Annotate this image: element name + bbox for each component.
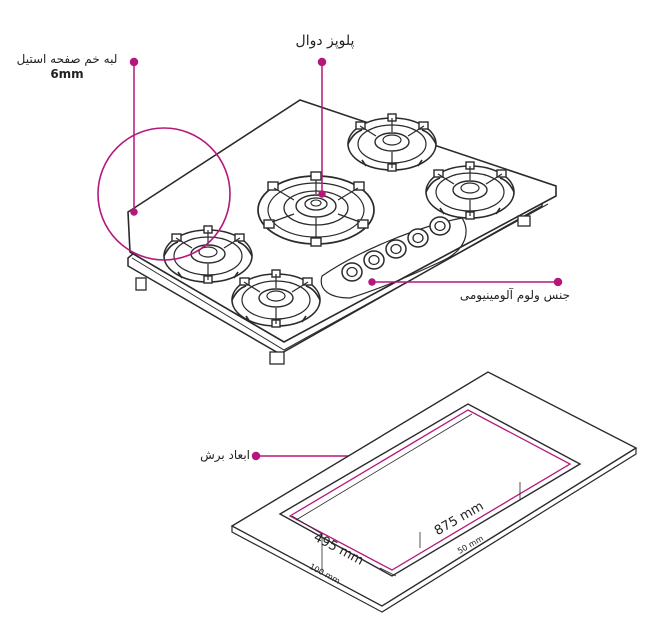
cutout-diagram [230, 371, 638, 613]
control-knobs [341, 216, 451, 282]
burner-right [425, 161, 515, 220]
steel-edge-label-line1: لبه خم صفحه استیل [16, 52, 118, 66]
knobs-label: جنس ولوم آلومینیومی [459, 288, 570, 302]
steel-edge-label: لبه خم صفحه استیل 6mm [8, 52, 126, 82]
steel-edge-label-line2: 6mm [50, 67, 84, 81]
burner-back-right [347, 113, 437, 172]
burner-wok-center [257, 171, 375, 247]
burner-front [231, 269, 321, 328]
grates-label: پلوپز دوال [295, 33, 355, 49]
detail-magnifier [97, 127, 231, 261]
cutout-label: ابعاد برش [200, 448, 250, 462]
burner-front-left [163, 225, 253, 284]
